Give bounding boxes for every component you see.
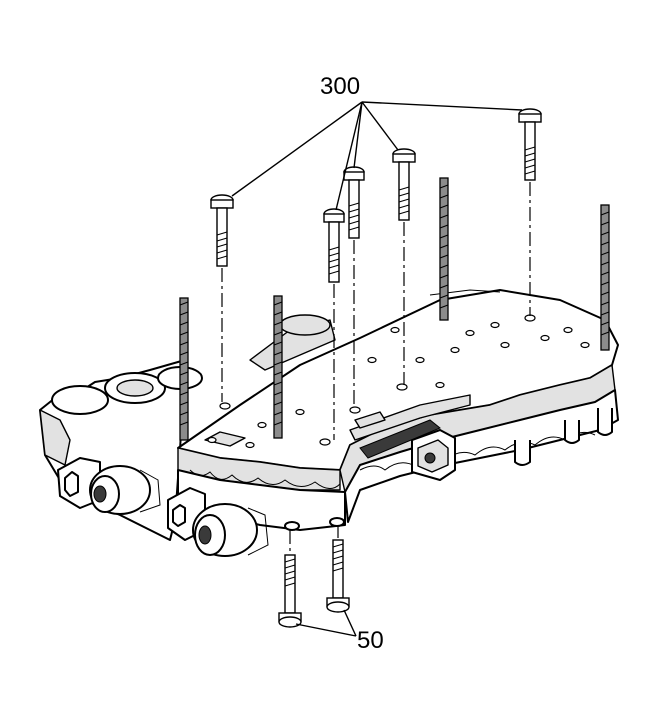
bolt-300-e [518,108,542,181]
alignment-studs [179,177,610,441]
plate-holes [207,314,590,449]
stud-1 [179,297,189,441]
valve-body-assembly [39,289,619,557]
solenoid-center [167,487,269,557]
callout-50: 50 [357,627,384,654]
right-posts [514,408,613,466]
solenoid-left [57,457,161,515]
upper-bolts [210,108,542,283]
bolt-300-c [343,166,365,239]
bolt-300-b [323,208,345,283]
left-bosses [51,366,203,415]
alignment-lines [221,182,531,553]
bolt-300-d [392,148,416,221]
lower-bolts [278,539,350,628]
bolt-50-b [326,539,350,613]
callout-300: 300 [320,73,360,100]
leader-lines [231,101,523,637]
stud-3 [439,177,449,321]
stud-4 [600,204,610,351]
bolt-50-a [278,554,302,628]
filter-bracket [359,419,456,481]
bolt-300-a [210,194,234,267]
stud-2 [273,295,283,439]
